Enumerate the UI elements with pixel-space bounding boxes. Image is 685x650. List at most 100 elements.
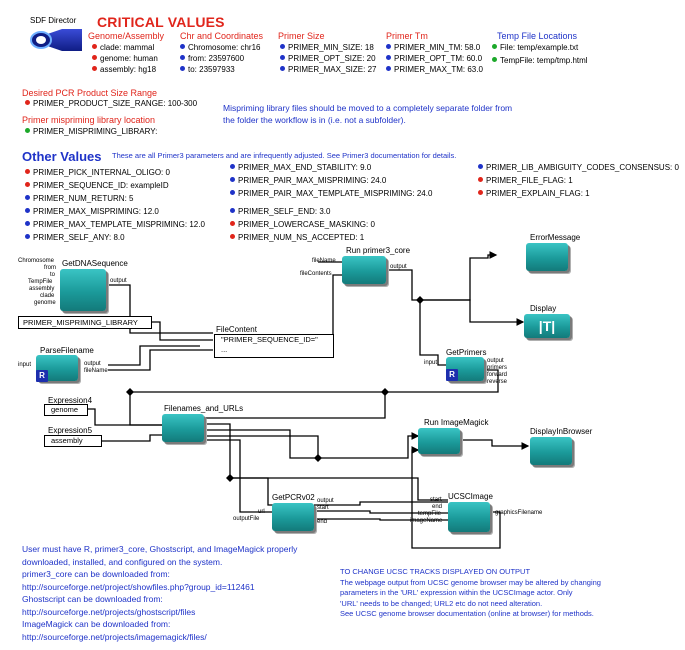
footer-requirements: User must have R, primer3_core, Ghostscr… <box>22 543 297 643</box>
get-pcr-port-output: output <box>317 498 334 504</box>
mispriming-library-constant[interactable]: PRIMER_MISPRIMING_LIBRARY <box>18 316 152 329</box>
ucsc-image-port-end: end <box>432 504 443 510</box>
parse-filename-label: ParseFilename <box>40 346 94 355</box>
run-primer3-actor[interactable] <box>342 256 386 284</box>
footer-right-line: 'URL' needs to be changed; URL2 etc do n… <box>340 598 543 608</box>
error-message-label: ErrorMessage <box>530 233 581 242</box>
filenames-urls-actor[interactable] <box>162 414 204 442</box>
get-dna-port-tempfile: TempFile <box>28 279 53 285</box>
param-self-end: PRIMER_SELF_END: 3.0 <box>230 207 330 216</box>
footer-right-line: The webpage output from UCSC genome brow… <box>340 577 601 587</box>
filenames-urls-label: Filenames_and_URLs <box>164 404 244 413</box>
run-imagemagick-actor[interactable] <box>418 428 460 454</box>
param-file-flag: PRIMER_FILE_FLAG: 1 <box>478 176 573 185</box>
get-dna-sequence-actor[interactable] <box>60 269 106 311</box>
get-primers-port-primers: primers <box>487 365 508 371</box>
param-pair-max-template-mispriming: PRIMER_PAIR_MAX_TEMPLATE_MISPRIMING: 24.… <box>230 189 432 198</box>
param-primer-opt-size: PRIMER_OPT_SIZE: 20 <box>280 54 376 63</box>
get-primers-port-reverse: reverse <box>487 379 508 385</box>
footer-link-ghostscript[interactable]: http://sourceforge.net/projects/ghostscr… <box>22 606 196 617</box>
error-message-actor[interactable] <box>526 243 568 271</box>
get-dna-port-to: to <box>50 272 56 278</box>
other-values-title: Other Values <box>22 149 102 164</box>
ucsc-image-port-imagename: imageName <box>410 518 443 524</box>
primer-size-header: Primer Size <box>278 31 325 41</box>
param-primer-opt-tm: PRIMER_OPT_TM: 60.0 <box>386 54 482 63</box>
get-primers-r-icon: R <box>446 369 458 381</box>
run-primer3-label: Run primer3_core <box>346 246 411 255</box>
pcr-size-header: Desired PCR Product Size Range <box>22 88 158 98</box>
get-dna-port-from: from <box>44 265 56 271</box>
get-dna-port-output: output <box>110 278 127 284</box>
file-content-label: FileContent <box>216 325 257 334</box>
get-pcr-port-end: end <box>317 519 328 525</box>
param-num-return: PRIMER_NUM_RETURN: 5 <box>25 194 133 203</box>
param-mispriming-library: PRIMER_MISPRIMING_LIBRARY: <box>25 127 157 136</box>
param-pick-internal-oligo: PRIMER_PICK_INTERNAL_OLIGO: 0 <box>25 168 170 177</box>
footer-right-line: See UCSC genome browser documentation (o… <box>340 609 594 618</box>
param-tempfile: TempFile: temp/tmp.html <box>492 56 588 65</box>
get-dna-port-clade: clade <box>40 293 55 299</box>
get-pcr-label: GetPCRv02 <box>272 493 315 502</box>
ucsc-image-port-start: start <box>430 497 442 503</box>
display-actor[interactable]: |T| <box>524 314 570 338</box>
mispriming-header: Primer mispriming library location <box>22 115 156 125</box>
temp-files-header: Temp File Locations <box>497 31 578 41</box>
param-primer-max-tm: PRIMER_MAX_TM: 63.0 <box>386 65 483 74</box>
run-primer3-port-filename: fileName <box>312 258 336 264</box>
get-dna-port-genome: genome <box>34 300 56 306</box>
parse-filename-port-output: output <box>84 361 101 367</box>
chr-coords-header: Chr and Coordinates <box>180 31 264 41</box>
get-dna-port-assembly: assembly <box>29 286 55 292</box>
get-pcr-actor[interactable] <box>272 503 314 531</box>
get-primers-label: GetPrimers <box>446 348 487 357</box>
footer-left-line: ImageMagick can be downloaded from: <box>22 619 171 629</box>
get-dna-port-chromosome: Chromosome <box>18 258 55 264</box>
param-self-any: PRIMER_SELF_ANY: 8.0 <box>25 233 125 242</box>
get-pcr-port-outputfile: outputFile <box>233 516 260 522</box>
footer-left-line: downloaded, installed, and configured on… <box>22 556 223 567</box>
param-primer-min-tm: PRIMER_MIN_TM: 58.0 <box>386 43 480 52</box>
run-imagemagick-label: Run ImageMagick <box>424 418 489 427</box>
param-max-end-stability: PRIMER_MAX_END_STABILITY: 9.0 <box>230 163 371 172</box>
get-dna-sequence-label: GetDNASequence <box>62 259 128 268</box>
display-in-browser-label: DisplayInBrowser <box>530 427 593 436</box>
footer-link-imagemagick[interactable]: http://sourceforge.net/projects/imagemag… <box>22 631 207 642</box>
primer-tm-header: Primer Tm <box>386 31 428 41</box>
ucsc-image-port-graphicsfilename: graphicsFilename <box>495 510 543 516</box>
director-icon[interactable] <box>28 27 84 53</box>
run-primer3-port-filecontents: fileContents <box>300 271 332 277</box>
param-sequence-id: PRIMER_SEQUENCE_ID: exampleID <box>25 181 169 190</box>
parse-filename-port-input: input <box>18 362 32 368</box>
mispriming-note: Mispriming library files should be moved… <box>223 103 513 125</box>
file-content-line1: "PRIMER_SEQUENCE_ID=" <box>221 335 318 344</box>
param-assembly: assembly: hg18 <box>92 65 156 74</box>
get-primers-port-output: output <box>487 358 504 364</box>
expression5-box[interactable]: assembly <box>44 435 102 447</box>
footer-ucsc-note: TO CHANGE UCSC TRACKS DISPLAYED ON OUTPU… <box>340 567 601 620</box>
param-to: to: 23597933 <box>180 65 235 74</box>
ucsc-image-port-tempfile: tempFile <box>418 511 442 517</box>
param-genome: genome: human <box>92 54 158 63</box>
other-values-note: These are all Primer3 parameters and are… <box>112 151 457 160</box>
genome-assembly-header: Genome/Assembly <box>88 31 165 41</box>
display-in-browser-actor[interactable] <box>530 437 572 465</box>
param-clade: clade: mammal <box>92 43 154 52</box>
get-pcr-port-url: url <box>258 509 265 515</box>
parse-filename-port-filename: fileName <box>84 368 108 374</box>
footer-right-line: TO CHANGE UCSC TRACKS DISPLAYED ON OUTPU… <box>340 567 531 576</box>
file-content-box[interactable]: "PRIMER_SEQUENCE_ID=" ... <box>214 334 334 358</box>
footer-left-line: primer3_core can be downloaded from: <box>22 569 170 579</box>
expression4-label: Expression4 <box>48 396 93 405</box>
expression5-label: Expression5 <box>48 426 93 435</box>
get-pcr-port-start: start <box>317 505 329 511</box>
footer-left-line: User must have R, primer3_core, Ghostscr… <box>22 544 298 554</box>
display-label: Display <box>530 304 557 313</box>
param-file: File: temp/example.txt <box>492 43 578 52</box>
sdf-director-label: SDF Director <box>30 16 77 25</box>
footer-link-primer3[interactable]: http://sourceforge.net/project/showfiles… <box>22 581 255 592</box>
param-lowercase-masking: PRIMER_LOWERCASE_MASKING: 0 <box>230 220 375 229</box>
expression4-box[interactable]: genome <box>44 404 88 416</box>
ucsc-image-actor[interactable] <box>448 502 490 532</box>
param-pair-max-mispriming: PRIMER_PAIR_MAX_MISPRIMING: 24.0 <box>230 176 386 185</box>
